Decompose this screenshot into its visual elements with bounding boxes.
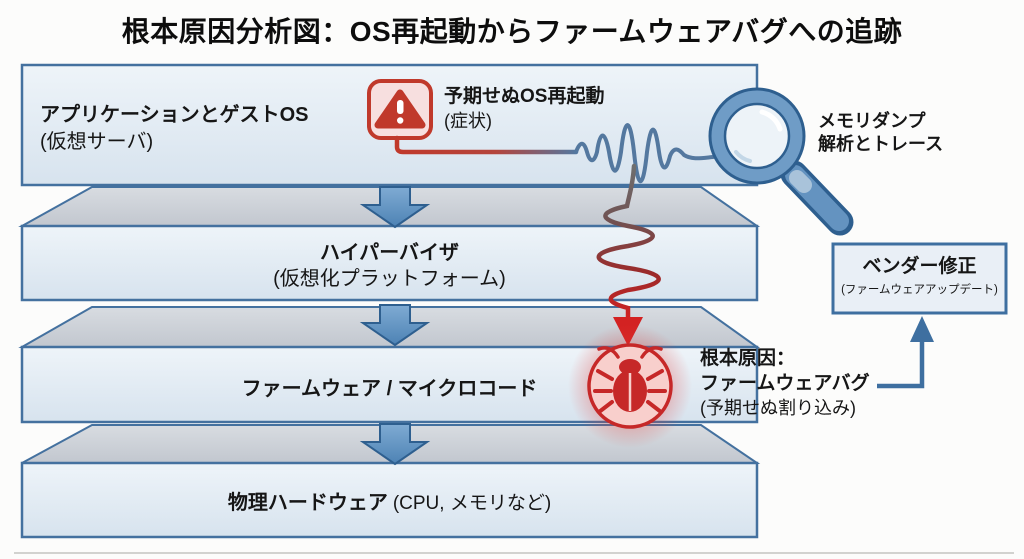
analysis-line1: メモリダンプ [818,111,926,131]
analysis-line2: 解析とトレース [818,134,944,154]
down-block-arrow-icon [359,304,431,347]
symptom-title: 予期せぬOS再起動 [444,86,605,107]
symptom-trace-line [394,135,579,155]
layer-hardware-box [20,424,761,539]
layer-hypervisor-subtitle: (仮想化プラットフォーム) [273,268,506,290]
vendor-fix-title: ベンダー修正 [862,256,977,277]
layer-hardware-subtitle: (CPU, メモリなど) [392,493,552,514]
layer-hypervisor-label: ハイパーバイザ (仮想化プラットフォーム) [22,240,757,292]
fix-connector-line [877,340,925,389]
layer-hypervisor-title: ハイパーバイザ [320,242,459,264]
up-arrow-icon [910,316,934,342]
layer-hardware-label: 物理ハードウェア(CPU, メモリなど) [22,486,757,515]
layer-application-subtitle: (仮想サーバ) [40,131,154,153]
root-cause-label: 根本原因： ファームウェアバグ (予期せぬ割り込み) [700,346,870,421]
analysis-label: メモリダンプ 解析とトレース [818,110,943,156]
root-cause-line1: 根本原因： [700,348,796,369]
symptom-subtitle: (症状) [444,111,492,131]
root-cause-line3: (予期せぬ割り込み) [700,398,856,418]
layer-hardware-title: 物理ハードウェア [227,492,388,514]
vendor-fix-box [831,242,1008,315]
root-cause-line2: ファームウェアバグ [700,373,870,394]
symptom-label: 予期せぬOS再起動 (症状) [444,84,604,134]
layer-application-title: アプリケーションとゲストOS [40,104,309,126]
diagram-title: 根本原因分析図：OS再起動からファームウェアバグへの追跡 [121,16,903,47]
layer-application-label: アプリケーションとゲストOS (仮想サーバ) [40,102,309,156]
layer-firmware-title: ファームウェア / マイクロコード [241,378,538,400]
vendor-fix-subtitle: (ファームウェアアップデート) [841,284,998,296]
bottom-shadow-line [14,552,1014,554]
root-cause-trace-line [596,163,661,321]
down-block-arrow-icon [359,186,431,229]
down-block-arrow-icon [359,423,431,466]
warning-triangle-icon [367,79,433,140]
magnifier-icon [708,87,854,236]
signal-wave-line [574,123,715,184]
bug-icon [568,324,692,448]
